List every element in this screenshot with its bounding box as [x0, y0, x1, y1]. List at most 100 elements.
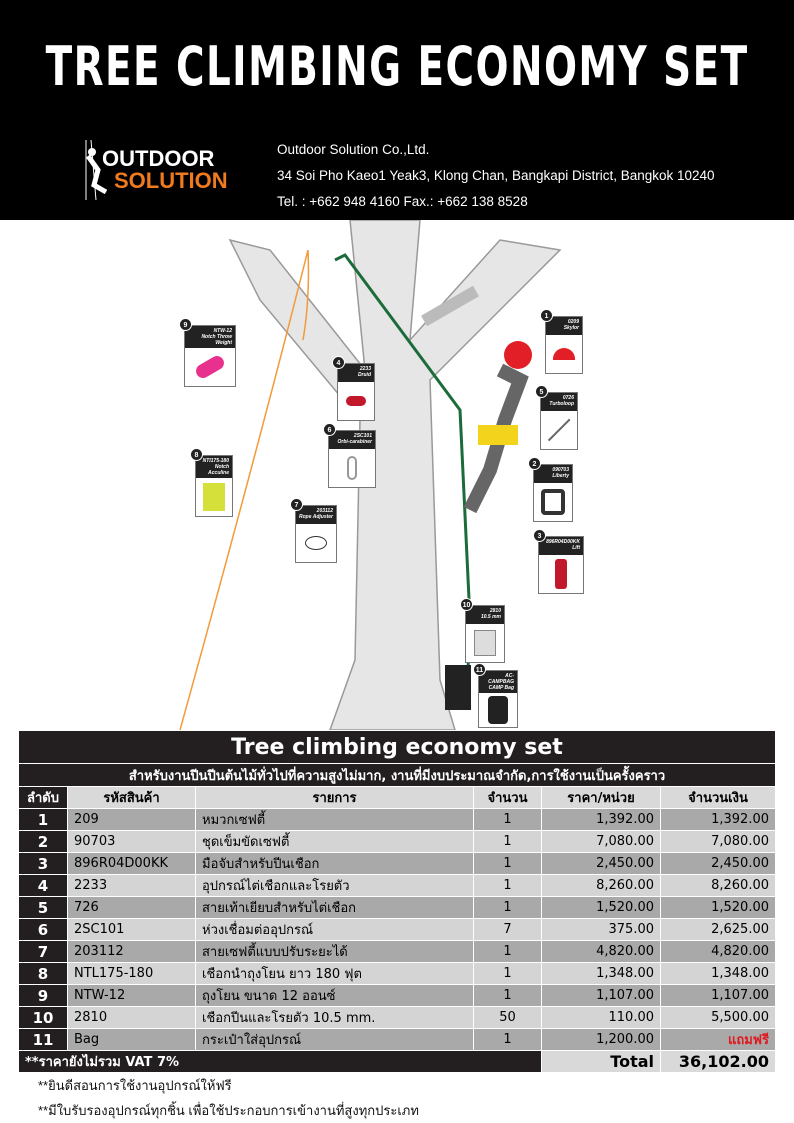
callout-name: 10.5 mm	[480, 614, 501, 620]
amount: 7,080.00	[660, 830, 776, 853]
company-address: 34 Soi Pho Kaeo1 Yeak3, Klong Chan, Bang…	[277, 168, 715, 183]
company-info: Outdoor Solution Co.,Ltd. 34 Soi Pho Kae…	[277, 137, 715, 215]
quantity: 7	[473, 918, 542, 941]
product-code: 203112	[67, 940, 196, 963]
climber-icon	[421, 285, 532, 514]
callout-number: 5	[535, 385, 548, 398]
amount: 4,820.00	[660, 940, 776, 963]
item-name: เชือกปีนและโรยตัว 10.5 mm.	[195, 1006, 474, 1029]
unit-price: 4,820.00	[541, 940, 661, 963]
unit-price: 375.00	[541, 918, 661, 941]
row-index: 7	[18, 940, 68, 963]
logo-text-outdoor: OUTDOOR	[102, 146, 215, 171]
product-code: NTL175-180	[67, 962, 196, 985]
callout-code: 0209	[567, 319, 579, 325]
amount: 8,260.00	[660, 874, 776, 897]
quantity: 1	[473, 874, 542, 897]
col-unit-price: ราคา/หน่วย	[541, 786, 661, 809]
callout-code: NTW-12	[213, 328, 232, 334]
quantity: 1	[473, 1028, 542, 1051]
company-logo: OUTDOOR SOLUTION	[78, 140, 258, 200]
item-name: ชุดเข็มขัดเซฟตี้	[195, 830, 474, 853]
callout-code: 896R04D00KK	[546, 539, 580, 545]
product-code: 2810	[67, 1006, 196, 1029]
quantity: 1	[473, 984, 542, 1007]
quantity: 1	[473, 852, 542, 875]
row-index: 9	[18, 984, 68, 1007]
amount: 2,450.00	[660, 852, 776, 875]
callout-name: CAMP Bag	[488, 685, 514, 691]
item-name: มือจับสำหรับปีนเชือก	[195, 852, 474, 875]
callout-number: 9	[179, 318, 192, 331]
callout-name: Notch Acculine	[208, 464, 229, 476]
quantity: 1	[473, 830, 542, 853]
product-code: Bag	[67, 1028, 196, 1051]
helmet-icon	[553, 348, 575, 360]
unit-price: 8,260.00	[541, 874, 661, 897]
row-index: 4	[18, 874, 68, 897]
product-code: 2233	[67, 874, 196, 897]
unit-price: 1,392.00	[541, 808, 661, 831]
row-index: 3	[18, 852, 68, 875]
product-code: 896R04D00KK	[67, 852, 196, 875]
callout-name: Rope Adjuster	[299, 514, 333, 520]
item-name: หมวกเซฟตี้	[195, 808, 474, 831]
amount: 2,625.00	[660, 918, 776, 941]
callout-name: Liberty	[552, 473, 569, 479]
col-code: รหัสสินค้า	[67, 786, 196, 809]
header: TREE CLIMBING ECONOMY SET OUTDOOR SOLUTI…	[0, 0, 794, 220]
product-code: 726	[67, 896, 196, 919]
climber-logo-icon	[85, 140, 108, 200]
col-amount: จำนวนเงิน	[660, 786, 776, 809]
table-subtitle: สำหรับงานปีนปีนต้นไม้ทั่วไปที่ความสูงไม่…	[18, 763, 776, 787]
callout-number: 6	[323, 423, 336, 436]
callout-code: 2810	[489, 608, 501, 614]
amount: 5,500.00	[660, 1006, 776, 1029]
callout-name: Turboloop	[549, 401, 574, 407]
descender-icon	[346, 396, 366, 406]
item-name: เชือกนำถุงโยน ยาว 180 ฟุต	[195, 962, 474, 985]
note: **ยินดีสอนการใช้งานอุปกรณ์ให้ฟรี	[38, 1078, 232, 1093]
callout-code: 090703	[552, 467, 569, 473]
throw-line	[179, 249, 310, 730]
callout-name: Skylor	[563, 325, 579, 331]
amount: 1,520.00	[660, 896, 776, 919]
tree-climber-drawing	[179, 220, 562, 730]
unit-price: 1,348.00	[541, 962, 661, 985]
quantity: 1	[473, 962, 542, 985]
page-title-container: TREE CLIMBING ECONOMY SET	[0, 34, 794, 100]
throw-weight-icon	[193, 353, 227, 381]
bag-icon	[445, 665, 471, 710]
item-name: อุปกรณ์ไต่เชือกและโรยตัว	[195, 874, 474, 897]
amount: 1,107.00	[660, 984, 776, 1007]
table-title: Tree climbing economy set	[18, 730, 776, 764]
quantity: 1	[473, 896, 542, 919]
price-table: Tree climbing economy set สำหรับงานปีนปี…	[18, 730, 776, 1073]
row-index: 2	[18, 830, 68, 853]
item-name: สายเท้าเยียบสำหรับไต่เชือก	[195, 896, 474, 919]
callout-number: 2	[528, 457, 541, 470]
logo-text-solution: SOLUTION	[114, 168, 228, 193]
amount: 1,392.00	[660, 808, 776, 831]
tree-icon	[228, 220, 562, 730]
col-index: ลำดับ	[18, 786, 68, 809]
callout-code: 0726	[562, 395, 574, 401]
row-index: 10	[18, 1006, 68, 1029]
callout-number: 10	[460, 598, 473, 611]
product-code: 90703	[67, 830, 196, 853]
callout-code: NTl175-180	[202, 458, 229, 464]
